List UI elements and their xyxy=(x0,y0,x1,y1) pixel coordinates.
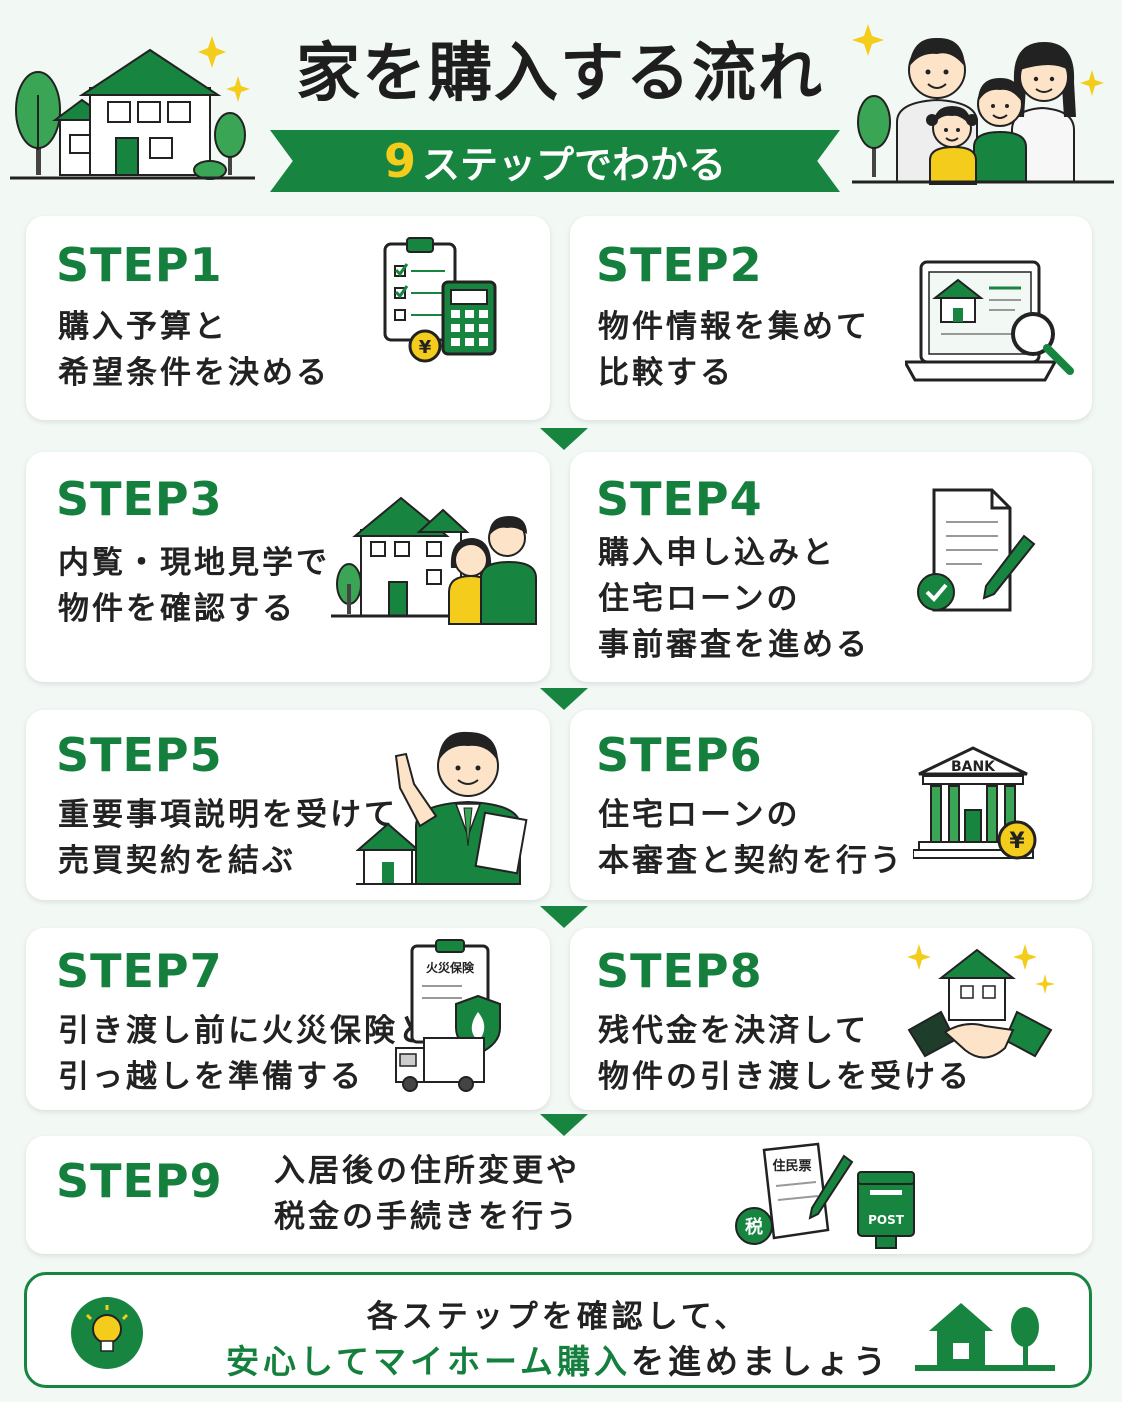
lightbulb-icon xyxy=(71,1297,143,1369)
step-text-line: 事前審査を進める xyxy=(598,627,870,663)
step-card-5: STEP5 重要事項説明を受けて 売買契約を結ぶ xyxy=(26,710,550,900)
step-label: STEP8 xyxy=(596,944,763,998)
step-description: 重要事項説明を受けて 売買契約を結ぶ xyxy=(58,792,398,884)
step-label: STEP5 xyxy=(56,728,223,782)
flow-arrow xyxy=(540,428,588,450)
step-description: 内覧・現地見学で 物件を確認する xyxy=(58,540,330,632)
step-text-line: 残代金を決済して xyxy=(598,1013,870,1049)
step-text-line: 希望条件を決める xyxy=(58,355,330,391)
subtitle-ribbon: 9 ステップでわかる xyxy=(270,130,840,192)
step-label: STEP7 xyxy=(56,944,223,998)
step-label: STEP9 xyxy=(56,1154,223,1208)
flow-arrow xyxy=(540,906,588,928)
bank-icon: BANK ¥ xyxy=(913,746,1037,860)
step-text-line: 重要事項説明を受けて xyxy=(58,797,398,833)
resident-card-label: 住民票 xyxy=(772,1158,811,1174)
tax-label: 税 xyxy=(745,1216,763,1238)
step-text-line: 税金の手続きを行う xyxy=(274,1199,580,1235)
step-description: 購入予算と 希望条件を決める xyxy=(58,304,330,396)
step-card-3: STEP3 内覧・現地見学で 物件を確認する xyxy=(26,452,550,682)
postbox-icon: POST xyxy=(857,1171,915,1249)
sparkle-icon xyxy=(198,36,250,102)
step-description: 購入申し込みと 住宅ローンの 事前審査を進める xyxy=(598,530,870,668)
family-icon xyxy=(852,24,1114,185)
header: 家を購入する流れ 9 ステップでわかる xyxy=(0,0,1122,200)
step-description: 物件情報を集めて 比較する xyxy=(598,304,870,396)
step-text-line: 引っ越しを準備する xyxy=(58,1059,364,1095)
handshake-icon xyxy=(907,944,1055,1059)
tree-icon xyxy=(1011,1307,1039,1367)
step-label: STEP2 xyxy=(596,238,763,292)
house-icon xyxy=(938,948,1016,1021)
house-icon xyxy=(915,1303,1055,1371)
step-card-4: STEP4 購入申し込みと 住宅ローンの 事前審査を進める xyxy=(570,452,1092,682)
tree-icon xyxy=(857,95,891,177)
insurance-label: 火災保険 xyxy=(426,960,475,975)
flow-arrow xyxy=(540,688,588,710)
step-label: STEP6 xyxy=(596,728,763,782)
house-icon xyxy=(932,278,984,323)
pen-icon xyxy=(982,534,1036,600)
step-card-7: STEP7 引き渡し前に火災保険と 引っ越しを準備する 火災保険 xyxy=(26,928,550,1110)
house-icon xyxy=(356,822,426,885)
step-label: STEP3 xyxy=(56,472,223,526)
step-description: 残代金を決済して 物件の引き渡しを受ける xyxy=(598,1008,972,1100)
yen-coin-icon: ¥ xyxy=(997,820,1037,860)
step-text-line: 住宅ローンの xyxy=(598,581,801,617)
tax-badge: 税 xyxy=(735,1207,773,1245)
document-icon xyxy=(917,488,1036,612)
step-label: STEP1 xyxy=(56,238,223,292)
footer-rest: を進めましょう xyxy=(631,1342,891,1381)
step-text-line: 住宅ローンの xyxy=(598,797,801,833)
yen-symbol: ¥ xyxy=(419,337,432,358)
footer-line-1: 各ステップを確認して、 xyxy=(366,1299,750,1335)
step-text-line: 本審査と契約を行う xyxy=(598,843,904,879)
couple-icon xyxy=(331,496,537,625)
step-text-line: 物件の引き渡しを受ける xyxy=(598,1059,972,1095)
page-title: 家を購入する流れ xyxy=(296,37,824,111)
footer-highlight: 安心してマイホーム購入 xyxy=(225,1342,632,1381)
tree-icon xyxy=(214,112,246,175)
step-description: 入居後の住所変更や 税金の手続きを行う xyxy=(274,1148,580,1240)
step-description: 引き渡し前に火災保険と 引っ越しを準備する xyxy=(58,1008,432,1100)
step-text-line: 内覧・現地見学で xyxy=(58,545,330,581)
step-card-9: STEP9 入居後の住所変更や 税金の手続きを行う 住民票 税 POST xyxy=(26,1136,1092,1254)
check-icon xyxy=(917,573,955,611)
step-card-2: STEP2 物件情報を集めて 比較する xyxy=(570,216,1092,420)
step-text-line: 物件情報を集めて xyxy=(598,309,870,345)
step-text-line: 入居後の住所変更や xyxy=(274,1153,580,1189)
magnifier-icon xyxy=(1011,312,1074,375)
step-count: 9 xyxy=(383,134,416,188)
house-icon xyxy=(10,48,255,180)
truck-icon xyxy=(395,1037,485,1092)
step-text-line: 売買契約を結ぶ xyxy=(58,843,296,879)
bank-label: BANK xyxy=(951,759,996,775)
flow-arrow xyxy=(540,1114,588,1136)
step-text-line: 比較する xyxy=(598,355,734,391)
step-text-line: 物件を確認する xyxy=(58,591,296,627)
step-card-6: STEP6 住宅ローンの 本審査と契約を行う BANK ¥ xyxy=(570,710,1092,900)
pen-icon xyxy=(808,1154,854,1220)
house-icon xyxy=(331,496,471,618)
step-card-1: STEP1 購入予算と 希望条件を決める ¥ xyxy=(26,216,550,420)
yen-symbol: ¥ xyxy=(1009,829,1025,854)
laptop-icon xyxy=(905,260,1074,382)
step-text-line: 購入申し込みと xyxy=(598,535,836,571)
step-text-line: 引き渡し前に火災保険と xyxy=(58,1013,432,1049)
insurance-shield-icon: 火災保険 xyxy=(395,939,501,1092)
tree-icon xyxy=(15,71,61,175)
step-label: STEP4 xyxy=(596,472,763,526)
subtitle-text: ステップでわかる xyxy=(422,142,727,187)
clipboard-checklist-icon: ¥ xyxy=(383,237,497,363)
yen-coin-icon: ¥ xyxy=(408,329,442,363)
calculator-icon xyxy=(441,280,497,356)
agent-icon xyxy=(356,731,528,885)
step-card-8: STEP8 残代金を決済して 物件の引き渡しを受ける xyxy=(570,928,1092,1110)
step-description: 住宅ローンの 本審査と契約を行う xyxy=(598,792,904,884)
step-text-line: 購入予算と xyxy=(58,309,228,345)
footer-message: 各ステップを確認して、 安心してマイホーム購入を進めましょう xyxy=(24,1272,1092,1388)
document-icon: 住民票 税 POST xyxy=(735,1142,915,1249)
post-label: POST xyxy=(868,1213,905,1227)
footer-line-2: 安心してマイホーム購入を進めましょう xyxy=(27,1335,1089,1383)
